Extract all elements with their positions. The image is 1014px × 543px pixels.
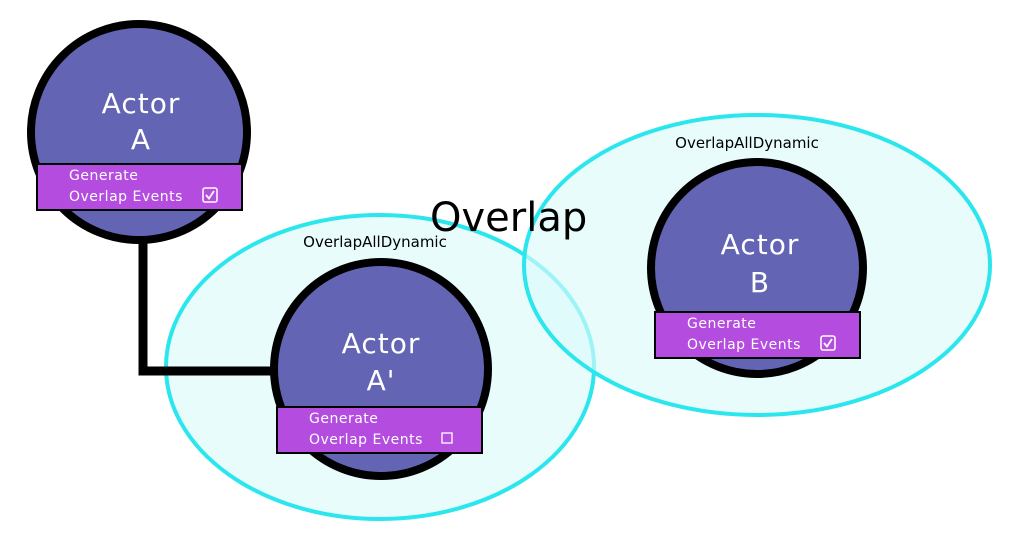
actor-b-flag-line2: Overlap Events [687,337,801,353]
actor-b-checkbox[interactable] [820,335,836,351]
actor-a-checkbox[interactable] [202,187,218,203]
actor-a-prime: Actor A' Generate Overlap Events [270,258,492,480]
actor-a-checkmark-icon [205,190,215,200]
actor-b-flag-line1: Generate [687,316,756,332]
attachment-connector [138,235,272,376]
actor-b-name: Actor [721,228,800,261]
actor-a-name: Actor [102,87,181,120]
overlap-region-a-prime-label: OverlapAllDynamic [303,233,447,251]
actor-b: Actor B Generate Overlap Events [647,158,867,378]
actor-a-flag-line1: Generate [69,168,138,184]
overlap-region-b-label: OverlapAllDynamic [675,134,819,152]
actor-a-flag-line2: Overlap Events [69,189,183,205]
actor-a: Actor A Generate Overlap Events [27,20,251,244]
actor-a-prime-checkbox[interactable] [441,432,453,444]
actor-b-checkmark-icon [823,338,833,348]
overlap-label: Overlap [430,195,587,241]
actor-a-prime-flag-line1: Generate [309,411,378,427]
actor-a-prime-letter: A' [367,364,396,397]
actor-a-prime-name: Actor [342,327,421,360]
actor-a-prime-flag-panel [276,406,483,454]
actor-a-prime-flag-line2: Overlap Events [309,432,423,448]
actor-a-letter: A [131,123,151,156]
actor-b-letter: B [750,266,770,299]
